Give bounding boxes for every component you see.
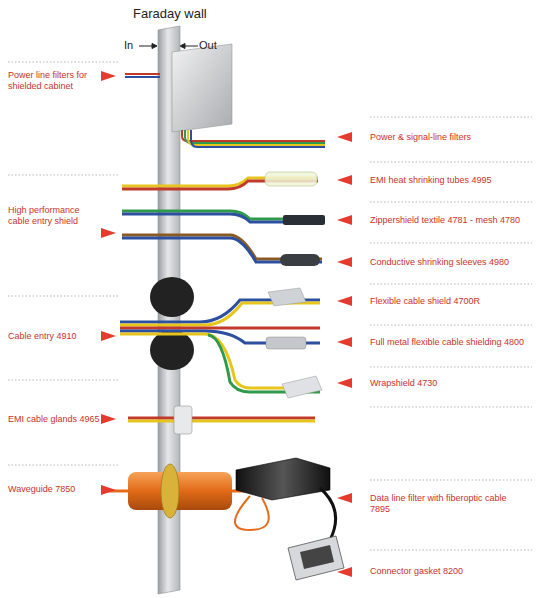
separator-lines [8,62,532,550]
part-label: Zippershield textile 4781 - mesh 4780 [370,215,535,226]
part-label: EMI heat shrinking tubes 4995 [370,175,530,186]
part-label: Power line filters for shielded cabinet [8,70,100,92]
part-label: Data line filter with fiberoptic cable 7… [370,493,510,515]
part-label: High performance cable entry shield [8,205,100,227]
callout-arrow [101,228,116,238]
part-label: Conductive shrinking sleeves 4980 [370,257,530,268]
cable-gland [128,406,315,434]
callout-arrows [101,71,352,577]
callout-arrow [101,331,116,341]
part-label: EMI cable glands 4965 [8,414,100,425]
heat-shrink-tube [122,172,318,189]
data-line-filter [235,458,336,540]
part-label: Wrapshield 4730 [370,378,530,389]
callout-arrow [337,132,352,142]
zippershield [122,211,325,225]
part-label: Cable entry 4910 [8,331,100,342]
power-line-filter [125,44,325,147]
callout-arrow [337,337,352,347]
part-label: Connector gasket 8200 [370,566,530,577]
part-label: Full metal flexible cable shielding 4800 [370,337,535,348]
callout-arrow [337,296,352,306]
direction-label: In [124,39,154,52]
part-label: Waveguide 7850 [8,484,100,495]
callout-arrow [337,257,352,267]
callout-arrow [337,567,352,577]
callout-arrow [337,175,352,185]
callout-arrow [337,215,352,225]
part-label: Power & signal-line filters [370,132,530,143]
callout-arrow [337,493,352,503]
cable-entry [120,277,322,398]
callout-arrow [101,414,116,424]
callout-arrow [101,485,116,495]
callout-arrow [101,71,116,81]
diagram-title: Faraday wall [133,6,207,21]
direction-label: Out [199,39,229,52]
connector-gasket [288,536,344,580]
part-label: Flexible cable shield 4700R [370,296,530,307]
conductive-sleeve [122,235,322,266]
callout-arrow [337,378,352,388]
